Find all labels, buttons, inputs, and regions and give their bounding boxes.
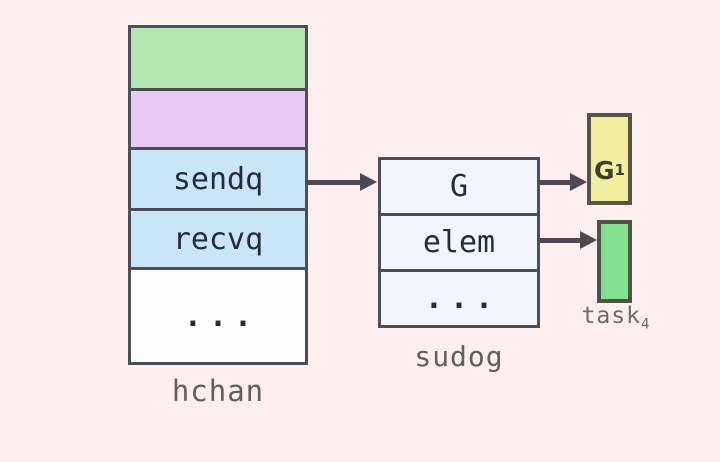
sudog-row-elem: elem — [381, 213, 537, 269]
g1-text: G — [594, 155, 615, 185]
task-label-text: task — [581, 303, 641, 329]
hchan-row-green — [131, 28, 305, 88]
arrow-head-icon — [570, 173, 587, 191]
hchan-row-recvq: recvq — [131, 208, 305, 267]
sudog-row-ellipsis: ... — [381, 269, 537, 325]
task-label-subscript: 4 — [640, 316, 651, 333]
task-label: task4 — [566, 303, 666, 332]
arrow-head-icon — [580, 231, 597, 249]
hchan-label: hchan — [171, 374, 265, 408]
hchan-row-purple — [131, 88, 305, 147]
arrow-g-to-g1 — [540, 173, 587, 191]
arrow-sendq-to-sudog — [306, 173, 377, 191]
task-element-box — [597, 220, 632, 303]
hchan-struct-box: sendq recvq ... — [128, 25, 308, 365]
hchan-row-ellipsis: ... — [131, 267, 305, 362]
arrow-head-icon — [360, 173, 377, 191]
arrow-shaft — [540, 179, 570, 185]
arrow-shaft — [306, 179, 360, 185]
arrow-shaft — [540, 237, 580, 243]
sudog-label: sudog — [414, 340, 504, 373]
hchan-row-sendq: sendq — [131, 147, 305, 208]
sudog-struct-box: G elem ... — [378, 157, 540, 328]
sudog-row-g: G — [381, 160, 537, 213]
arrow-elem-to-task — [540, 231, 597, 249]
